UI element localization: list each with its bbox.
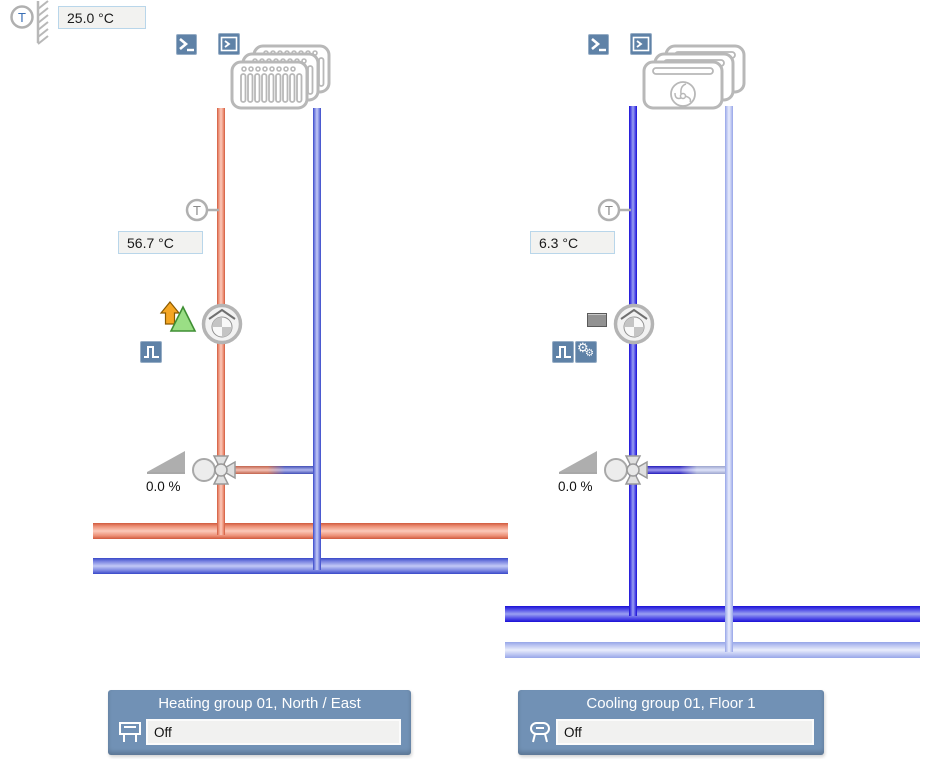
cooling-valve-analog-ramp-icon — [559, 451, 597, 474]
outdoor-temp-field[interactable]: 25.0 °C — [58, 6, 146, 29]
heating-valve-position-value[interactable]: 0.0 % — [146, 479, 181, 494]
heating-three-way-valve-icon[interactable] — [190, 446, 254, 494]
cooling-return-riser-pipe — [725, 106, 733, 652]
heating-sensor-label: T — [193, 203, 201, 218]
ok-triangle-icon — [169, 305, 197, 332]
heating-mixing-pipe — [235, 466, 321, 474]
pulse-icon — [144, 346, 159, 358]
radiator-symbol-icon — [119, 722, 141, 742]
cooling-pulse-command-icon[interactable] — [552, 341, 574, 363]
heating-return-riser-pipe — [313, 108, 321, 570]
cooling-command-console-icon[interactable] — [630, 33, 652, 55]
gear-large-glyph: ⚙ — [577, 340, 589, 355]
cooling-sensor-label: T — [605, 203, 613, 218]
console-window-icon — [632, 36, 650, 52]
alarm-arrow-up-icon — [159, 301, 181, 325]
heating-supply-temp-field[interactable]: 56.7 °C — [118, 231, 203, 254]
heating-valve-analog-ramp-icon — [147, 451, 185, 474]
heating-supply-main-pipe — [93, 523, 508, 539]
heating-command-console-icon[interactable] — [218, 33, 240, 55]
heating-return-main-pipe — [93, 558, 508, 574]
cooling-mixing-pipe — [647, 466, 733, 474]
gears-icon: ⚙ ⚙ — [575, 341, 597, 363]
heating-command-terminal-icon[interactable] — [176, 34, 197, 55]
cooling-settings-command-icon[interactable]: ⚙ ⚙ — [575, 341, 597, 363]
cooling-supply-temp-sensor-icon[interactable]: T — [597, 198, 633, 224]
heating-pump-icon[interactable] — [200, 302, 244, 346]
heating-panel-title: Heating group 01, North / East — [158, 695, 361, 712]
fan-coil-stack-icon[interactable] — [640, 38, 760, 116]
terminal-prompt-icon — [591, 38, 606, 52]
cooling-panel-title: Cooling group 01, Floor 1 — [586, 695, 756, 712]
pulse-icon — [556, 346, 571, 358]
outdoor-temp-sensor-icon[interactable]: T — [2, 0, 54, 48]
console-window-icon — [220, 36, 238, 52]
cooling-three-way-valve-icon[interactable] — [602, 446, 666, 494]
cooling-supply-main-pipe — [505, 606, 920, 622]
cooling-group-panel[interactable]: Cooling group 01, Floor 1 Off — [518, 690, 824, 755]
terminal-prompt-icon — [179, 38, 194, 52]
gear-small-glyph: ⚙ — [585, 348, 594, 359]
cooling-return-main-pipe — [505, 642, 920, 658]
cooling-supply-riser-pipe — [629, 106, 637, 616]
cooling-command-terminal-icon[interactable] — [588, 34, 609, 55]
heating-status-field[interactable]: Off — [146, 719, 401, 745]
fan-coil-symbol-icon — [530, 722, 550, 743]
outdoor-sensor-label: T — [18, 10, 26, 25]
heating-group-panel[interactable]: Heating group 01, North / East Off — [108, 690, 411, 755]
cooling-status-field[interactable]: Off — [556, 719, 814, 745]
cooling-pump-status-indicator[interactable] — [587, 313, 607, 327]
heating-pump-status-icon[interactable] — [158, 300, 200, 334]
radiator-stack-icon[interactable] — [228, 38, 348, 116]
heating-pulse-command-icon[interactable] — [140, 341, 162, 363]
cooling-supply-temp-field[interactable]: 6.3 °C — [530, 231, 615, 254]
heating-supply-temp-sensor-icon[interactable]: T — [185, 198, 221, 224]
cooling-pump-icon[interactable] — [612, 302, 656, 346]
cooling-valve-position-value[interactable]: 0.0 % — [558, 479, 593, 494]
